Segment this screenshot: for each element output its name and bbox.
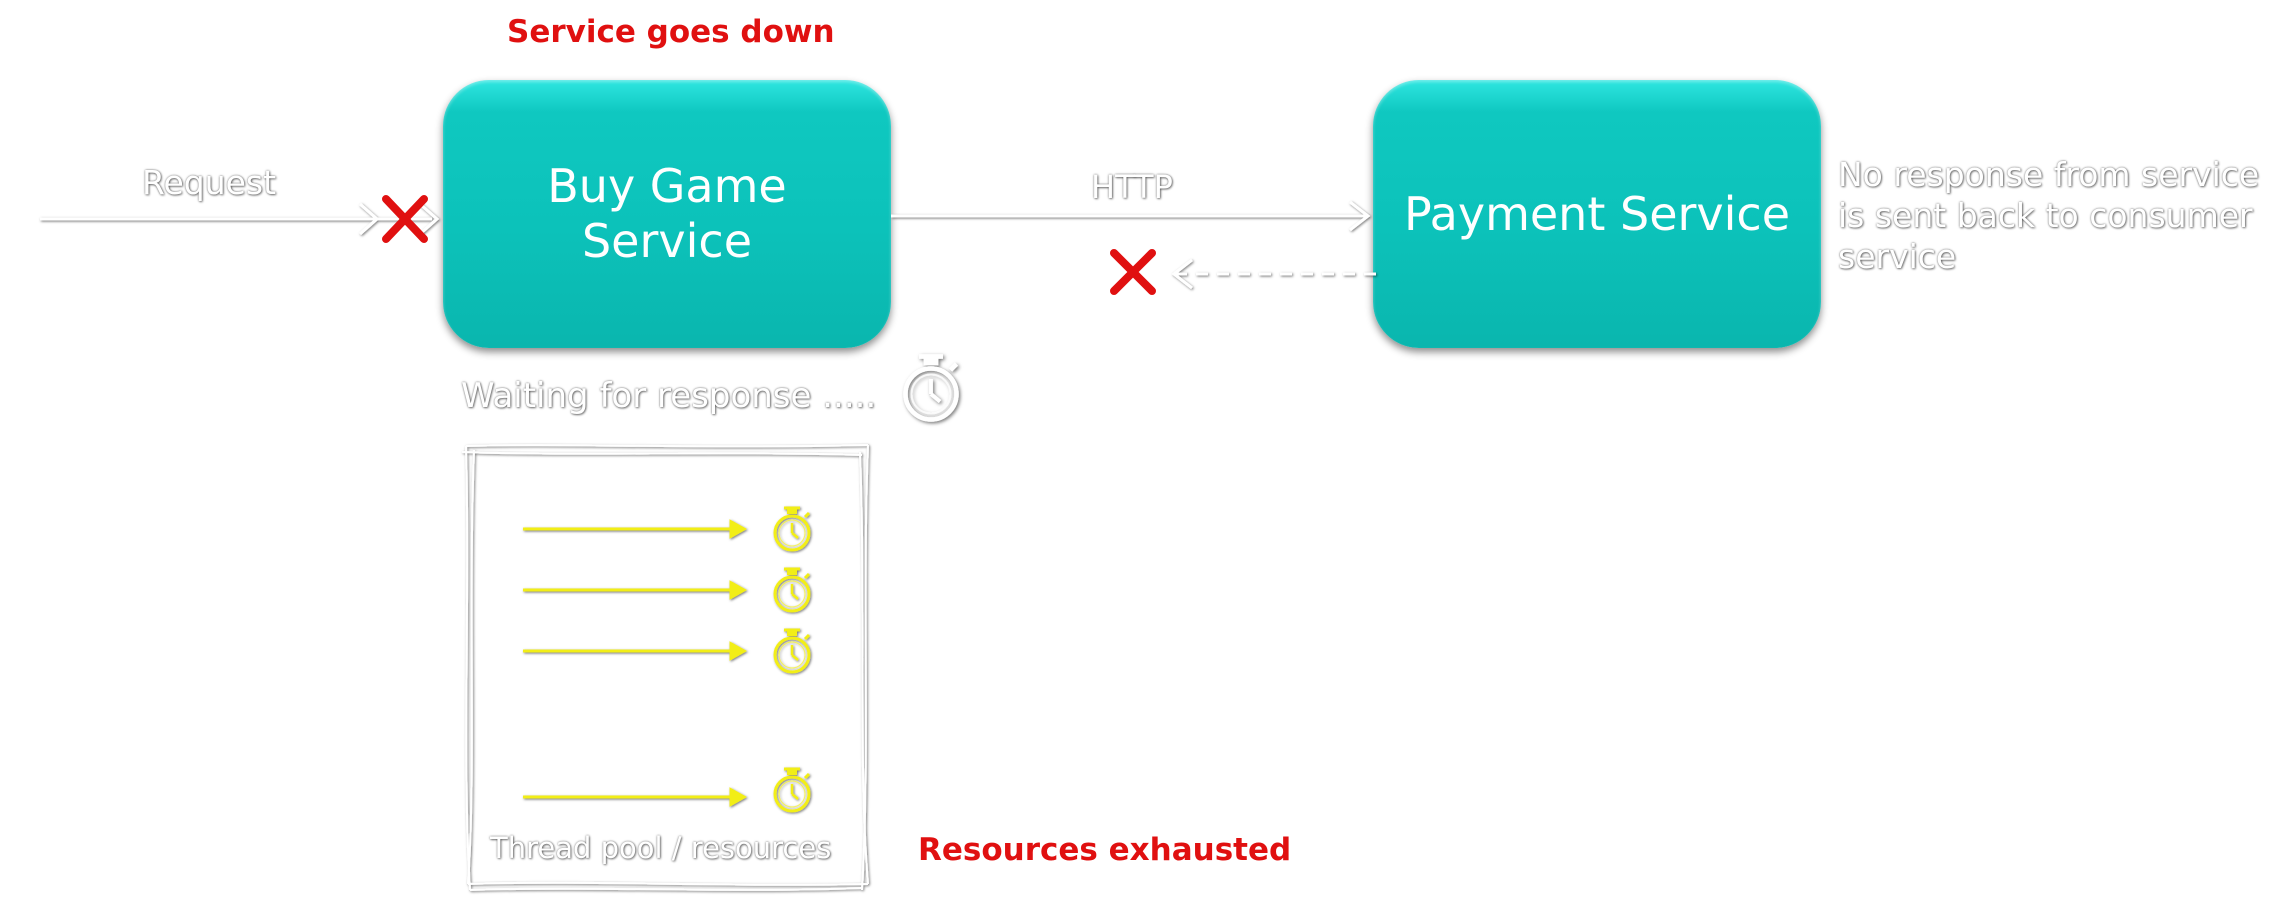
note-line-2: is sent back to consumer [1838,196,2253,235]
headline-service-down: Service goes down [507,14,835,50]
thread-arrow-4 [523,787,748,807]
thread-stopwatch-icon-4 [773,767,811,813]
thread-stopwatch-icon-1 [773,506,811,552]
resources-exhausted-label: Resources exhausted [918,832,1292,868]
http-request-arrow [891,200,1371,232]
thread-arrow-3 [523,641,748,661]
thread-pool-box [461,444,869,891]
note-line-3: service [1838,237,1957,276]
payment-service-box: Payment Service [1373,80,1821,348]
thread-arrow-2 [523,580,748,600]
note-line-1: No response from service [1838,155,2260,194]
thread-stopwatch-icon-2 [773,567,811,613]
http-response-arrow [1170,258,1376,290]
thread-stopwatch-icon-3 [773,628,811,674]
thread-arrow-1 [523,519,748,539]
http-label: HTTP [1091,168,1173,206]
request-blocked-cross-icon [382,195,428,243]
request-arrow [40,202,440,236]
thread-pool-label: Thread pool / resources [490,831,832,865]
no-response-note: No response from service is sent back to… [1838,154,2259,277]
waiting-label: Waiting for response ..... [461,376,877,416]
waiting-stopwatch-icon [906,357,957,420]
request-label: Request [142,163,277,202]
buy-game-service-box: Buy Game Service [443,80,891,348]
response-blocked-cross-icon [1110,249,1156,295]
